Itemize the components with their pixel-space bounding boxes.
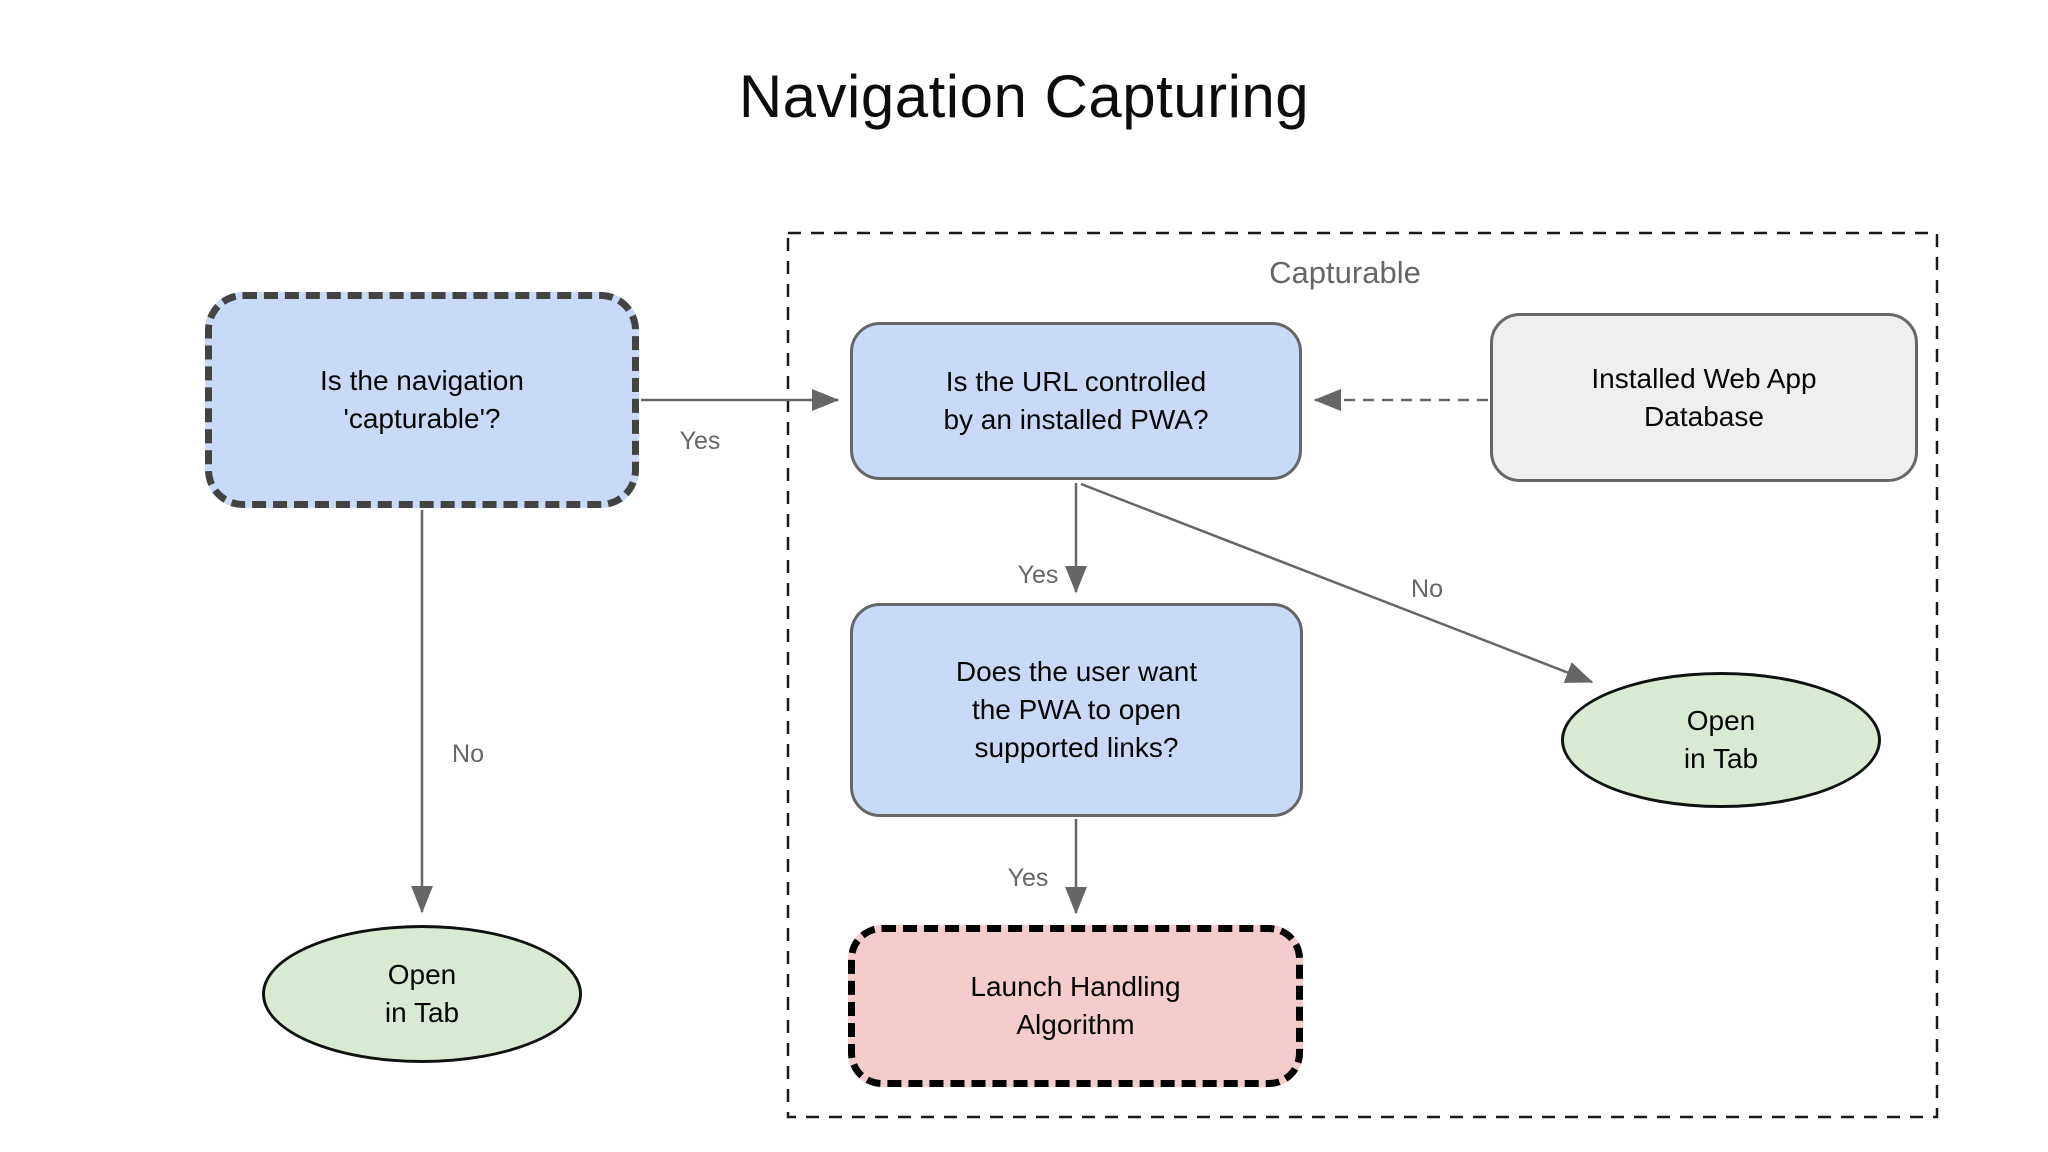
node-installed-web-app-database-text: Installed Web App Database xyxy=(1591,362,1817,432)
node-open-in-tab-right: Open in Tab xyxy=(1561,672,1881,808)
page-title: Navigation Capturing xyxy=(738,63,1310,130)
node-open-in-tab-left-text: Open in Tab xyxy=(384,959,460,1028)
node-is-url-controlled-text: Is the URL controlled by an installed PW… xyxy=(943,366,1209,435)
node-open-in-tab-left: Open in Tab xyxy=(262,925,582,1063)
node-launch-handling-algorithm-text: Launch Handling Algorithm xyxy=(970,971,1181,1040)
node-open-in-tab-right-text: Open in Tab xyxy=(1683,705,1759,774)
node-is-navigation-capturable: Is the navigation 'capturable'? xyxy=(205,292,639,508)
node-installed-web-app-database: Installed Web App Database xyxy=(1490,313,1918,482)
node-does-user-want: Does the user want the PWA to open suppo… xyxy=(850,603,1303,817)
node-is-navigation-capturable-text: Is the navigation 'capturable'? xyxy=(320,365,524,434)
edge-label-pwa-no: No xyxy=(1411,575,1443,603)
edge-label-pwa-yes: Yes xyxy=(1017,561,1059,589)
edge-label-links-yes: Yes xyxy=(1007,864,1049,892)
node-is-url-controlled: Is the URL controlled by an installed PW… xyxy=(850,322,1302,480)
edge-label-capturable-no: No xyxy=(452,740,484,768)
node-does-user-want-text: Does the user want the PWA to open suppo… xyxy=(955,656,1198,763)
capturable-region-label: Capturable xyxy=(1269,255,1421,290)
node-launch-handling-algorithm: Launch Handling Algorithm xyxy=(848,925,1303,1087)
edge-label-capturable-yes: Yes xyxy=(679,427,721,455)
